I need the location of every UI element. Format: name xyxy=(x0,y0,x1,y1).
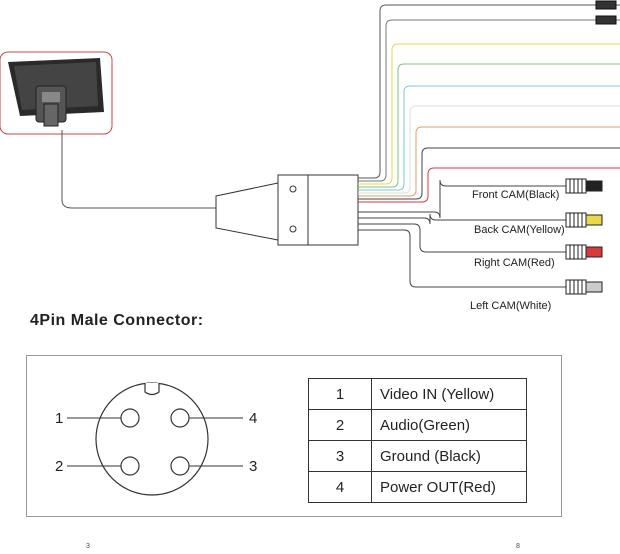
pin-description-cell: Video IN (Yellow) xyxy=(371,378,527,410)
junction-box xyxy=(215,174,359,246)
monitor-photo-inset xyxy=(0,51,113,135)
plug-connector xyxy=(595,0,617,10)
table-row: 4 Power OUT(Red) xyxy=(308,471,527,503)
camera-plug xyxy=(565,178,603,194)
pin-description-cell: Audio(Green) xyxy=(371,409,527,441)
pin-4-label: 4 xyxy=(249,410,257,427)
table-row: 3 Ground (Black) xyxy=(308,440,527,472)
pin-number-cell: 4 xyxy=(308,471,372,503)
camera-plug xyxy=(565,244,603,260)
page-number-left: 3 xyxy=(86,543,90,550)
wire xyxy=(358,19,620,182)
pin-number-cell: 1 xyxy=(308,378,372,410)
front-cam-label: Front CAM(Black) xyxy=(472,189,560,201)
pin-3-hole xyxy=(170,456,190,476)
back-cam-label: Back CAM(Yellow) xyxy=(474,224,565,236)
right-cam-label: Right CAM(Red) xyxy=(474,257,555,269)
pin-4-hole xyxy=(170,408,190,428)
section-title: 4Pin Male Connector: xyxy=(30,312,204,329)
plug-connector xyxy=(595,15,617,25)
wire xyxy=(358,43,620,185)
camera-connectors xyxy=(565,178,603,295)
camera-plug xyxy=(565,279,603,295)
pin-description-cell: Power OUT(Red) xyxy=(371,471,527,503)
connector-key xyxy=(144,383,160,396)
camera-wire xyxy=(358,213,566,225)
pin-diagram-box: 1 2 3 4 1 Video IN (Yellow) 2 Audio(Gree… xyxy=(26,355,562,517)
pin-description-cell: Ground (Black) xyxy=(371,440,527,472)
pin-number-cell: 2 xyxy=(308,409,372,441)
wire xyxy=(358,147,620,200)
wire xyxy=(358,126,620,197)
table-row: 1 Video IN (Yellow) xyxy=(308,378,527,410)
pin-2-hole xyxy=(120,456,140,476)
pin-assignment-table: 1 Video IN (Yellow) 2 Audio(Green) 3 Gro… xyxy=(308,378,527,503)
pin-1-hole xyxy=(120,408,140,428)
pin-1-label: 1 xyxy=(55,410,63,427)
left-cam-label: Left CAM(White) xyxy=(470,300,552,312)
connector-outline xyxy=(95,382,209,496)
page-number-right: 8 xyxy=(516,543,520,550)
wiring-harness-diagram xyxy=(0,0,620,295)
pin-2-label: 2 xyxy=(55,458,63,475)
pin-3-label: 3 xyxy=(249,458,257,475)
wire xyxy=(358,4,620,179)
wire xyxy=(358,105,620,194)
camera-plug xyxy=(565,212,603,228)
output-wires xyxy=(358,0,620,288)
camera-wire xyxy=(358,229,566,288)
camera-wire xyxy=(358,223,566,253)
table-row: 2 Audio(Green) xyxy=(308,409,527,441)
wire xyxy=(358,63,620,188)
camera-wire xyxy=(358,179,566,219)
connector-pin-diagram: 1 2 3 4 xyxy=(55,382,257,496)
wire xyxy=(358,85,620,191)
main-cable xyxy=(61,130,216,209)
pin-number-cell: 3 xyxy=(308,440,372,472)
wire xyxy=(358,167,620,203)
